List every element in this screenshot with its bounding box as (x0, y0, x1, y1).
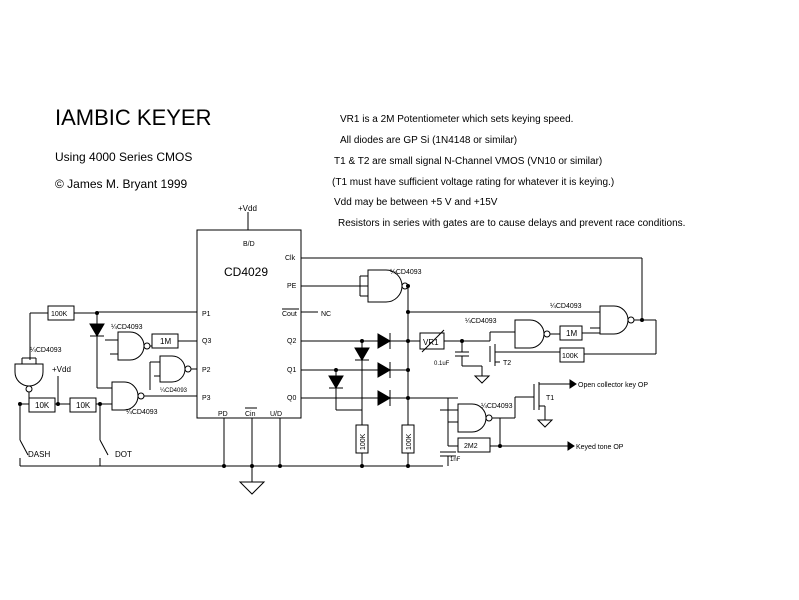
resistor-2m2 (457, 437, 491, 453)
gate-label-timer: ¼CD4093 (465, 318, 497, 325)
r2m2-label: 2M2 (464, 443, 478, 450)
r100k-out-label: 100K (562, 353, 579, 360)
gate-label-p2: ¼CD4093 (160, 388, 188, 394)
ground-symbol-t2 (473, 375, 491, 384)
nand-gate-right (599, 305, 629, 335)
ground-symbol-t1 (536, 419, 554, 428)
pin-p3: P3 (202, 395, 211, 402)
note-vdd-range: Vdd may be between +5 V and +15V (334, 197, 498, 208)
ground-symbol (238, 481, 266, 495)
chip-name: CD4029 (224, 265, 268, 279)
note-transistors: T1 & T2 are small signal N-Channel VMOS … (334, 156, 602, 167)
pin-q1: Q1 (287, 367, 296, 374)
diode-q1 (377, 362, 391, 378)
pin-bd: B/D (243, 241, 255, 248)
gate-label-p3: ¼CD4093 (126, 409, 158, 416)
diode-p1 (89, 323, 105, 337)
dash-switch[interactable] (19, 439, 29, 456)
gate-label-dash: ¼CD4093 (30, 347, 62, 354)
diode-q1-vertical (328, 375, 344, 389)
pin-q3: Q3 (202, 338, 211, 345)
vdd-left-label: +Vdd (52, 365, 71, 374)
resistor-100k-out (559, 347, 585, 363)
diode-q0 (377, 390, 391, 406)
r1m-right-label: 1M (566, 329, 577, 338)
note-vr1: VR1 is a 2M Potentiometer which sets key… (340, 114, 573, 125)
open-collector-label: Open collector key OP (578, 382, 648, 389)
gate-label-right: ¼CD4093 (550, 303, 582, 310)
pin-pd: PD (218, 411, 228, 418)
cd4029-chip (196, 229, 302, 419)
gate-label-pe: ¼CD4093 (390, 269, 422, 276)
t2-label: T2 (503, 360, 511, 367)
note-diodes: All diodes are GP Si (1N4148 or similar) (340, 135, 517, 146)
keyed-tone-arrow (567, 441, 575, 451)
gate-label-q3: ¼CD4093 (111, 324, 143, 331)
t1-label: T1 (546, 395, 554, 402)
pin-ud: U/D (270, 411, 282, 418)
r100k-v2-label: 100K (406, 433, 413, 450)
r100k-v1-label: 100K (360, 433, 367, 450)
dot-label: DOT (115, 450, 132, 459)
diode-q2 (377, 333, 391, 349)
open-collector-arrow (569, 379, 577, 389)
resistor-10k-dash (28, 397, 56, 413)
pin-nc: NC (321, 311, 331, 318)
r100k-p1-label: 100K (51, 311, 68, 318)
diagram-title: IAMBIC KEYER (55, 105, 211, 130)
diagram-subtitle: Using 4000 Series CMOS (55, 150, 192, 164)
r10k-dot-label: 10K (76, 401, 91, 410)
pin-pe: PE (287, 283, 297, 290)
chip-vdd-label: +Vdd (238, 204, 257, 213)
copyright-text: © James M. Bryant 1999 (55, 177, 188, 191)
diode-q2-vertical (354, 347, 370, 361)
cap-0-1uf-label: 0.1uF (434, 361, 450, 367)
resistor-10k-dot (69, 397, 97, 413)
pin-q2: Q2 (287, 338, 296, 345)
r1m-left-label: 1M (160, 337, 171, 346)
nand-gate-p3 (111, 381, 139, 411)
vr1-label: VR1 (423, 338, 439, 347)
pin-p1: P1 (202, 311, 211, 318)
nand-gate-dash (14, 363, 44, 387)
nand-gate-q3 (117, 331, 145, 361)
pin-q0: Q0 (287, 395, 296, 402)
dot-switch[interactable] (99, 439, 109, 456)
keyed-tone-label: Keyed tone OP (576, 444, 624, 451)
r10k-dash-label: 10K (35, 401, 50, 410)
nand-gate-timer (514, 319, 545, 349)
dash-label: DASH (28, 450, 50, 459)
cap-1nf-label: 1nF (450, 457, 461, 463)
nand-gate-p2 (159, 355, 186, 383)
pin-cin: Cin (245, 411, 256, 418)
pin-cout: Cout (282, 311, 297, 318)
note-resistors: Resistors in series with gates are to ca… (338, 218, 685, 229)
note-t1-voltage: (T1 must have sufficient voltage rating … (332, 177, 614, 188)
gate-label-tone: ¼CD4093 (481, 403, 513, 410)
nand-gate-pe (367, 269, 403, 303)
pin-p2: P2 (202, 367, 211, 374)
pin-clk: Clk (285, 255, 296, 262)
junction-dots (18, 284, 644, 468)
